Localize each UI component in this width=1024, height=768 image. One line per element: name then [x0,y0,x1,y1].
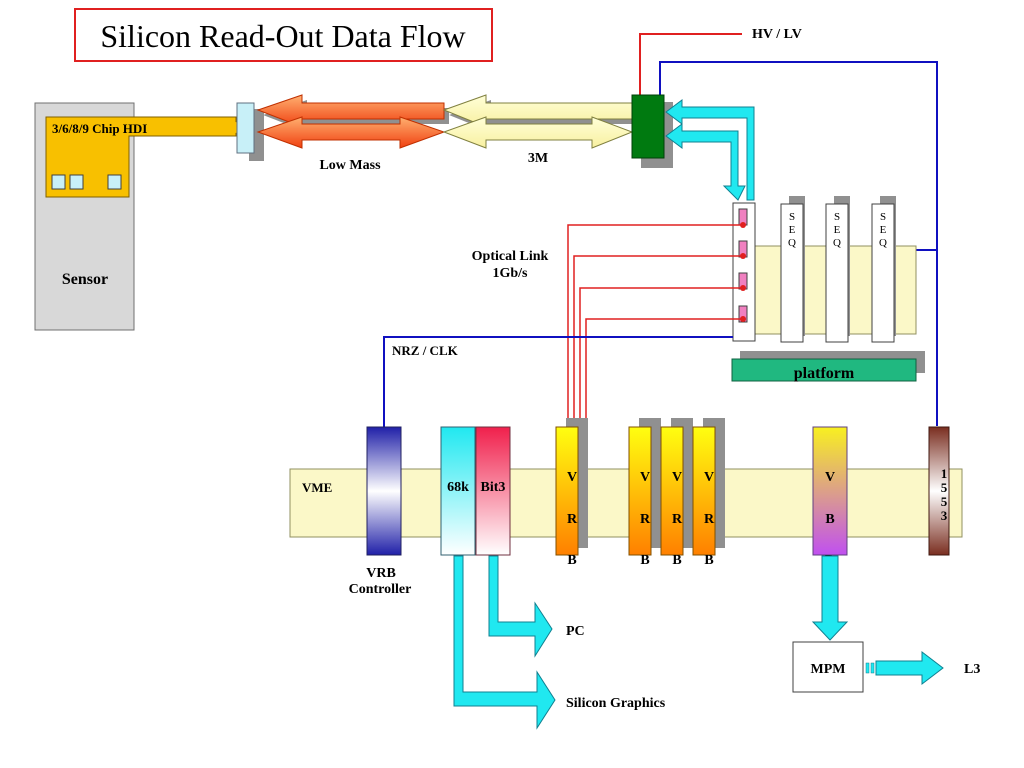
card-68k-label: 68k [447,480,469,495]
seq-card-3-letter-1: S [880,211,886,223]
mpm-connector-tick-2 [870,662,875,674]
vrb-card-3-letter-2: R [672,512,683,527]
vbd-card [812,426,848,556]
vme-crate-bar [289,468,963,538]
optical-link-dot-2 [740,253,746,259]
optical-link-dot-3 [740,285,746,291]
vrb-card-4-letter-3: B [704,553,713,568]
vbd-card-letter-2: B [825,512,834,527]
vrb-card-2-letter-1: V [640,470,650,485]
seq-card-2 [825,203,849,343]
vrb-card-4-letter-2: R [704,512,715,527]
nrz-clk-label: NRZ / CLK [392,343,459,358]
mpm-label: MPM [811,662,846,677]
vme-label: VME [302,480,332,495]
vrb-card-4 [692,426,716,556]
hv-lv-label: HV / LV [752,27,802,42]
vrb-cards: V R B V R B V R B V R B [555,418,725,568]
vrb-card-3-letter-3: B [672,553,681,568]
mpm-connector-tick-1 [865,662,870,674]
seq-card-2-letter-3: Q [833,237,841,249]
vrb-card-1 [555,426,579,556]
card-68k [440,426,476,556]
seq-card-3-letter-3: Q [879,237,887,249]
hdi-label: 3/6/8/9 Chip HDI [52,121,147,136]
optical-link-line-4 [585,318,744,420]
seq-card-3 [871,203,895,343]
seq-card-1-letter-3: Q [788,237,796,249]
cyan-arrow-upper [665,99,755,201]
optical-link-dot-1 [740,222,746,228]
mpm-box [792,641,864,693]
cyan-arrow-lower [665,123,746,201]
vrb-controller-label-2: Controller [349,582,412,597]
hdi-connector-front [236,102,255,154]
hdi-board [45,104,245,198]
vrb-controller-card [366,426,402,556]
port-card-green [631,94,665,159]
optical-link-line-3 [579,287,744,420]
hdi-chip-3 [107,174,122,190]
l3-label: L3 [964,662,980,677]
optical-link-dot-4 [740,316,746,322]
optical-link-line-1 [567,224,744,420]
vrb-controller-label-1: VRB [366,566,396,581]
title-box [74,8,493,62]
seq-card-1 [780,203,804,343]
vrb-card-1-letter-2: R [567,512,578,527]
vrb-card-2-letter-3: B [640,553,649,568]
page-title: Silicon Read-Out Data Flow [100,18,465,54]
vrb-card-4-letter-1: V [704,470,714,485]
seq-card-2-letter-1: S [834,211,840,223]
hdi-chip-2 [69,174,84,190]
vrb-card-3 [660,426,684,556]
card-1553 [928,426,950,556]
hdi-chip-1 [51,174,66,190]
blue-top-line [659,61,938,426]
optical-link-line-2 [573,255,744,420]
vrb-card-1-letter-3: B [567,553,576,568]
bit3-to-pc-arrow [488,555,553,658]
vrb-card-3-letter-1: V [672,470,682,485]
platform-label: platform [794,365,855,382]
card-1553-letter-2: 5 [941,480,948,495]
nrz-clk-line [383,336,733,428]
card-1553-letter-3: 5 [941,494,948,509]
vbd-to-mpm-arrow [811,555,849,641]
k68-to-silicon-graphics-arrow [453,555,556,730]
seq-card-1-letter-2: E [789,224,796,236]
seq-card-2-letter-2: E [834,224,841,236]
card-bit3-label: Bit3 [481,480,506,495]
hv-lv-line [639,33,742,96]
low-mass-label: Low Mass [319,158,381,173]
vbd-card-letter-1: V [825,470,835,485]
card-1553-letter-1: 1 [941,466,948,481]
card-bit3 [475,426,511,556]
vrb-card-1-letter-1: V [567,470,577,485]
seq-cards: S E Q S E Q S E Q [780,196,896,343]
seq-card-1-letter-1: S [789,211,795,223]
vrb-card-2-letter-2: R [640,512,651,527]
mpm-to-l3-arrow [875,650,944,686]
card-1553-letter-4: 3 [941,508,948,523]
vrb-card-2 [628,426,652,556]
optical-link-label-2: 1Gb/s [492,266,528,281]
optical-link-label-1: Optical Link [472,249,549,264]
silicon-graphics-label: Silicon Graphics [566,696,666,711]
three-m-label: 3M [528,151,548,166]
platform-bar [731,358,917,382]
seq-card-3-letter-2: E [880,224,887,236]
sensor-label: Sensor [62,271,108,288]
pc-label: PC [566,624,585,639]
